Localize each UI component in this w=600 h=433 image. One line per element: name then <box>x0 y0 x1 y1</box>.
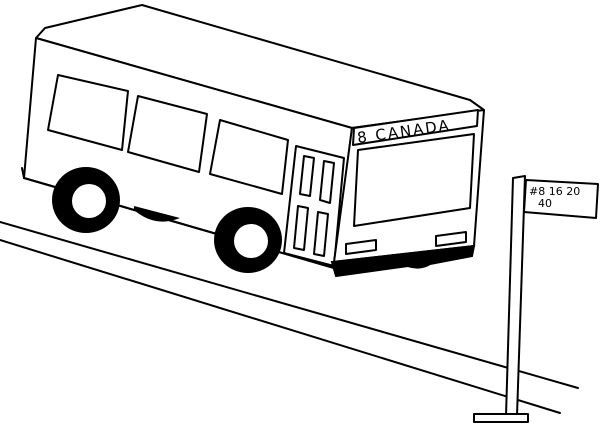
road <box>0 221 579 414</box>
destination-sign <box>352 109 479 146</box>
road-edge-lower <box>0 239 561 414</box>
front-bumper <box>330 244 476 278</box>
wheel-rear <box>52 167 120 233</box>
bus-stop: #8 16 20 40 <box>473 175 599 423</box>
road-edge-upper <box>0 221 579 389</box>
bus-window-front <box>209 119 289 195</box>
bus-stop-pole <box>505 175 526 417</box>
bus: 8 CANADA <box>21 4 485 278</box>
bus-stop-sign-routes: #8 16 20 <box>529 185 580 198</box>
bus-window-middle <box>127 95 208 173</box>
bus-window-rear <box>47 74 129 151</box>
bus-door-right-upper <box>319 160 335 204</box>
bus-stop-sign <box>523 179 599 219</box>
under-shadow <box>134 206 180 222</box>
headlight-left <box>345 239 377 255</box>
bus-stop-sign-route-extra: 40 <box>538 197 552 210</box>
wheel-front <box>214 207 282 273</box>
bus-rear-corner <box>21 167 25 179</box>
bus-door-left-lower <box>293 205 309 251</box>
bus-door-right-lower <box>313 211 329 257</box>
headlight-right <box>435 231 467 247</box>
bus-door-left-upper <box>299 155 315 197</box>
windshield <box>353 133 475 227</box>
bus-stop-base <box>473 413 529 423</box>
